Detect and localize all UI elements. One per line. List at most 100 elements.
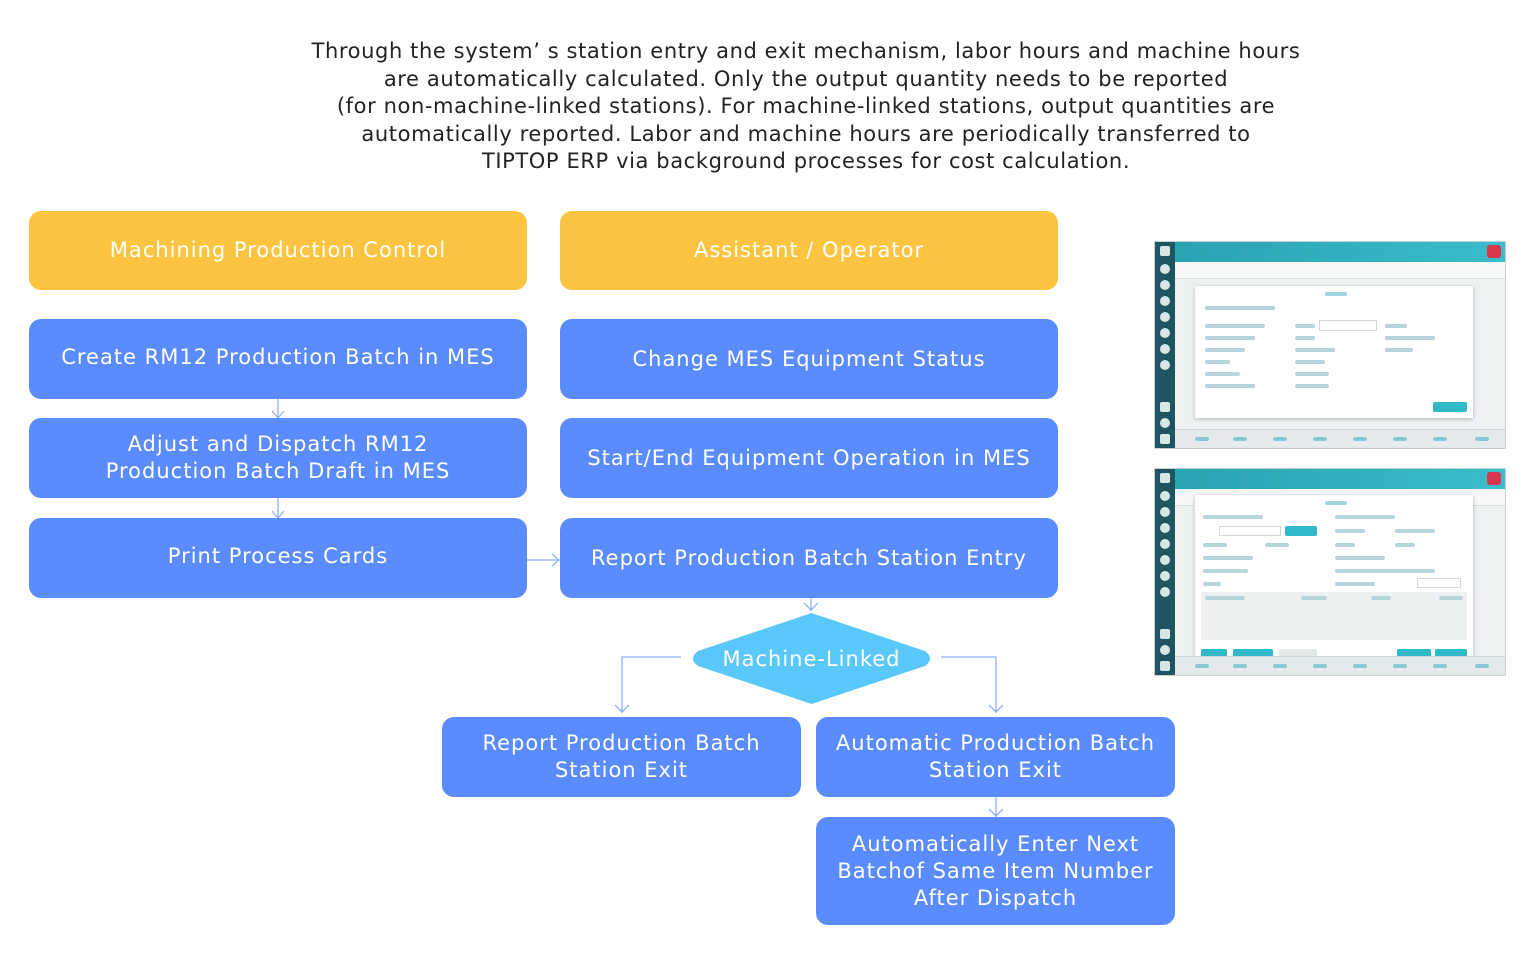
field (1295, 348, 1335, 352)
nav-icon (1160, 344, 1170, 354)
field (1205, 360, 1230, 364)
station-entry-dialog-screenshot (1154, 241, 1506, 449)
bottom-menu-item (1393, 664, 1407, 668)
gear-icon (1160, 645, 1170, 655)
dialog (1195, 495, 1473, 663)
decision-label: Machine-Linked (722, 646, 901, 671)
bottom-menu-item (1313, 664, 1327, 668)
home-icon (1160, 473, 1170, 483)
field (1265, 543, 1289, 547)
dialog-button (1201, 649, 1227, 659)
grid-icon (1160, 434, 1170, 444)
field (1295, 384, 1329, 388)
step-label: Change MES Equipment Status (632, 346, 986, 371)
dialog-button (1279, 649, 1317, 659)
nav-icon (1160, 587, 1170, 597)
step-auto-enter-next-batch: Automatically Enter Next Batchof Same It… (816, 817, 1175, 925)
field (1295, 336, 1315, 340)
nav-icon (1160, 296, 1170, 306)
step-label: Adjust and Dispatch RM12 Production Batc… (105, 432, 451, 483)
field (1203, 582, 1221, 586)
bottom-menu-item (1393, 437, 1407, 441)
mail-icon (1160, 629, 1170, 639)
field (1335, 543, 1355, 547)
bottom-menu-item (1475, 437, 1489, 441)
field (1203, 515, 1263, 519)
field (1295, 360, 1325, 364)
field (1335, 556, 1385, 560)
step-label: Automatically Enter Next Batchof Same It… (837, 831, 1154, 910)
quantity-input (1219, 526, 1281, 536)
app-toolbar (1175, 262, 1505, 279)
nav-icon (1160, 328, 1170, 338)
dialog-button (1233, 649, 1273, 659)
nav-icon (1160, 555, 1170, 565)
step-label: Report Production Batch Station Entry (591, 545, 1027, 570)
step-label: Print Process Cards (167, 543, 389, 568)
step-adjust-dispatch: Adjust and Dispatch RM12 Production Batc… (29, 418, 527, 498)
intro-line: TIPTOP ERP via background processes for … (481, 149, 1131, 173)
data-table (1201, 592, 1467, 640)
nav-icon (1160, 571, 1170, 581)
nav-icon (1160, 539, 1170, 549)
bottom-menu-item (1195, 664, 1209, 668)
field (1205, 372, 1240, 376)
app-titlebar (1175, 469, 1505, 489)
dialog-title (1325, 501, 1347, 505)
gear-icon (1160, 418, 1170, 428)
step-label: Report Production Batch Station Exit (482, 731, 761, 782)
confirm-button (1435, 649, 1467, 659)
bottom-menu-item (1273, 664, 1287, 668)
dialog-title (1325, 292, 1347, 296)
table-header (1301, 596, 1327, 600)
table-header (1205, 596, 1245, 600)
field (1395, 529, 1435, 533)
nav-icon (1160, 312, 1170, 322)
bottom-menu-item (1313, 437, 1327, 441)
app-bottom-bar (1175, 656, 1505, 675)
arrowhead (803, 602, 819, 611)
bottom-menu-item (1475, 664, 1489, 668)
bottom-menu-item (1353, 664, 1367, 668)
arrowhead (988, 808, 1004, 817)
bottom-menu-item (1233, 437, 1247, 441)
field (1205, 384, 1255, 388)
bottom-menu-item (1433, 664, 1447, 668)
station-exit-dialog-screenshot (1154, 468, 1506, 676)
field (1385, 324, 1407, 328)
field (1395, 543, 1415, 547)
dialog-action-button (1285, 526, 1317, 536)
lane-header-label: Assistant / Operator (693, 238, 925, 262)
intro-line: Through the system’ s station entry and … (311, 39, 1301, 63)
field (1385, 348, 1413, 352)
intro-line: are automatically calculated. Only the o… (383, 66, 1229, 91)
lane-header-label: Machining Production Control (109, 238, 447, 262)
field (1205, 324, 1265, 328)
app-logo (1487, 245, 1501, 258)
confirm-button (1433, 402, 1467, 412)
arrow-decision-to-auto-exit (941, 656, 997, 713)
step-create-batch: Create RM12 Production Batch in MES (29, 319, 527, 399)
bottom-menu-item (1433, 437, 1447, 441)
intro-text: Through the system’ s station entry and … (200, 38, 1412, 176)
field (1335, 515, 1395, 519)
step-auto-station-exit: Automatic Production Batch Station Exit (816, 717, 1175, 797)
intro-line: (for non-machine-linked stations). For m… (336, 94, 1276, 118)
field (1335, 569, 1435, 573)
field (1335, 582, 1375, 586)
step-label: Start/End Equipment Operation in MES (587, 445, 1031, 470)
nav-icon (1160, 523, 1170, 533)
step-start-end-equipment: Start/End Equipment Operation in MES (560, 418, 1058, 498)
field (1335, 529, 1365, 533)
nav-icon (1160, 507, 1170, 517)
decision-machine-linked: Machine-Linked (689, 611, 934, 706)
lane-header-production-control: Machining Production Control (29, 211, 527, 290)
bottom-menu-item (1195, 437, 1209, 441)
field (1385, 336, 1435, 340)
app-logo (1487, 472, 1501, 485)
grid-icon (1160, 661, 1170, 671)
step-print-cards: Print Process Cards (29, 518, 527, 598)
field (1205, 348, 1245, 352)
mail-icon (1160, 402, 1170, 412)
field (1203, 543, 1227, 547)
